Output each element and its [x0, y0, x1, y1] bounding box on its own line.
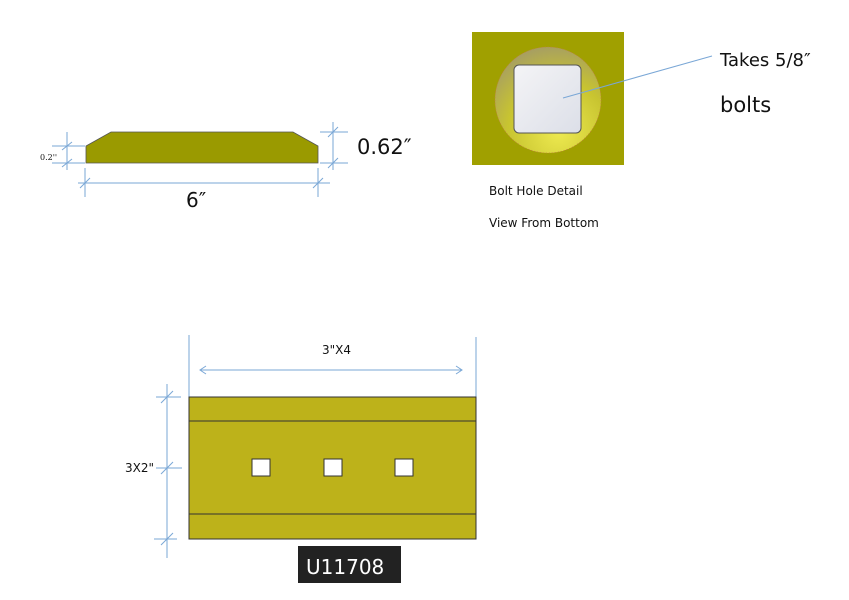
bolt-hole	[323, 458, 343, 477]
width-dimension	[188, 335, 477, 397]
edge-dimension	[52, 132, 85, 170]
callout-leader-line	[562, 55, 713, 99]
width-label: 3"X4	[322, 343, 351, 357]
bolt-hole-detail: Takes 5/8″ bolts Bolt Hole Detail View F…	[472, 32, 811, 230]
bolt-hole	[251, 458, 271, 477]
bolt-hole	[394, 458, 414, 477]
view-caption: View From Bottom	[489, 216, 599, 230]
callout-line2: bolts	[720, 93, 771, 117]
square-bolt-hole	[513, 64, 582, 134]
part-number: U11708	[306, 555, 384, 579]
side-profile-view: 0.2'' 0.62″ 6″	[40, 122, 412, 212]
edge-label: 0.2''	[40, 153, 57, 162]
detail-caption: Bolt Hole Detail	[489, 184, 583, 198]
thickness-label: 0.62″	[357, 135, 412, 159]
thickness-dimension	[320, 122, 348, 170]
height-label: 3X2"	[125, 461, 154, 475]
part-number-badge	[298, 546, 401, 583]
length-dimension	[78, 168, 330, 197]
top-view: 3"X4 3X2" U11708	[125, 335, 477, 583]
callout-line1: Takes 5/8″	[719, 50, 811, 71]
length-label: 6″	[186, 188, 206, 212]
height-dimension	[154, 384, 182, 558]
profile-shape	[85, 131, 319, 164]
